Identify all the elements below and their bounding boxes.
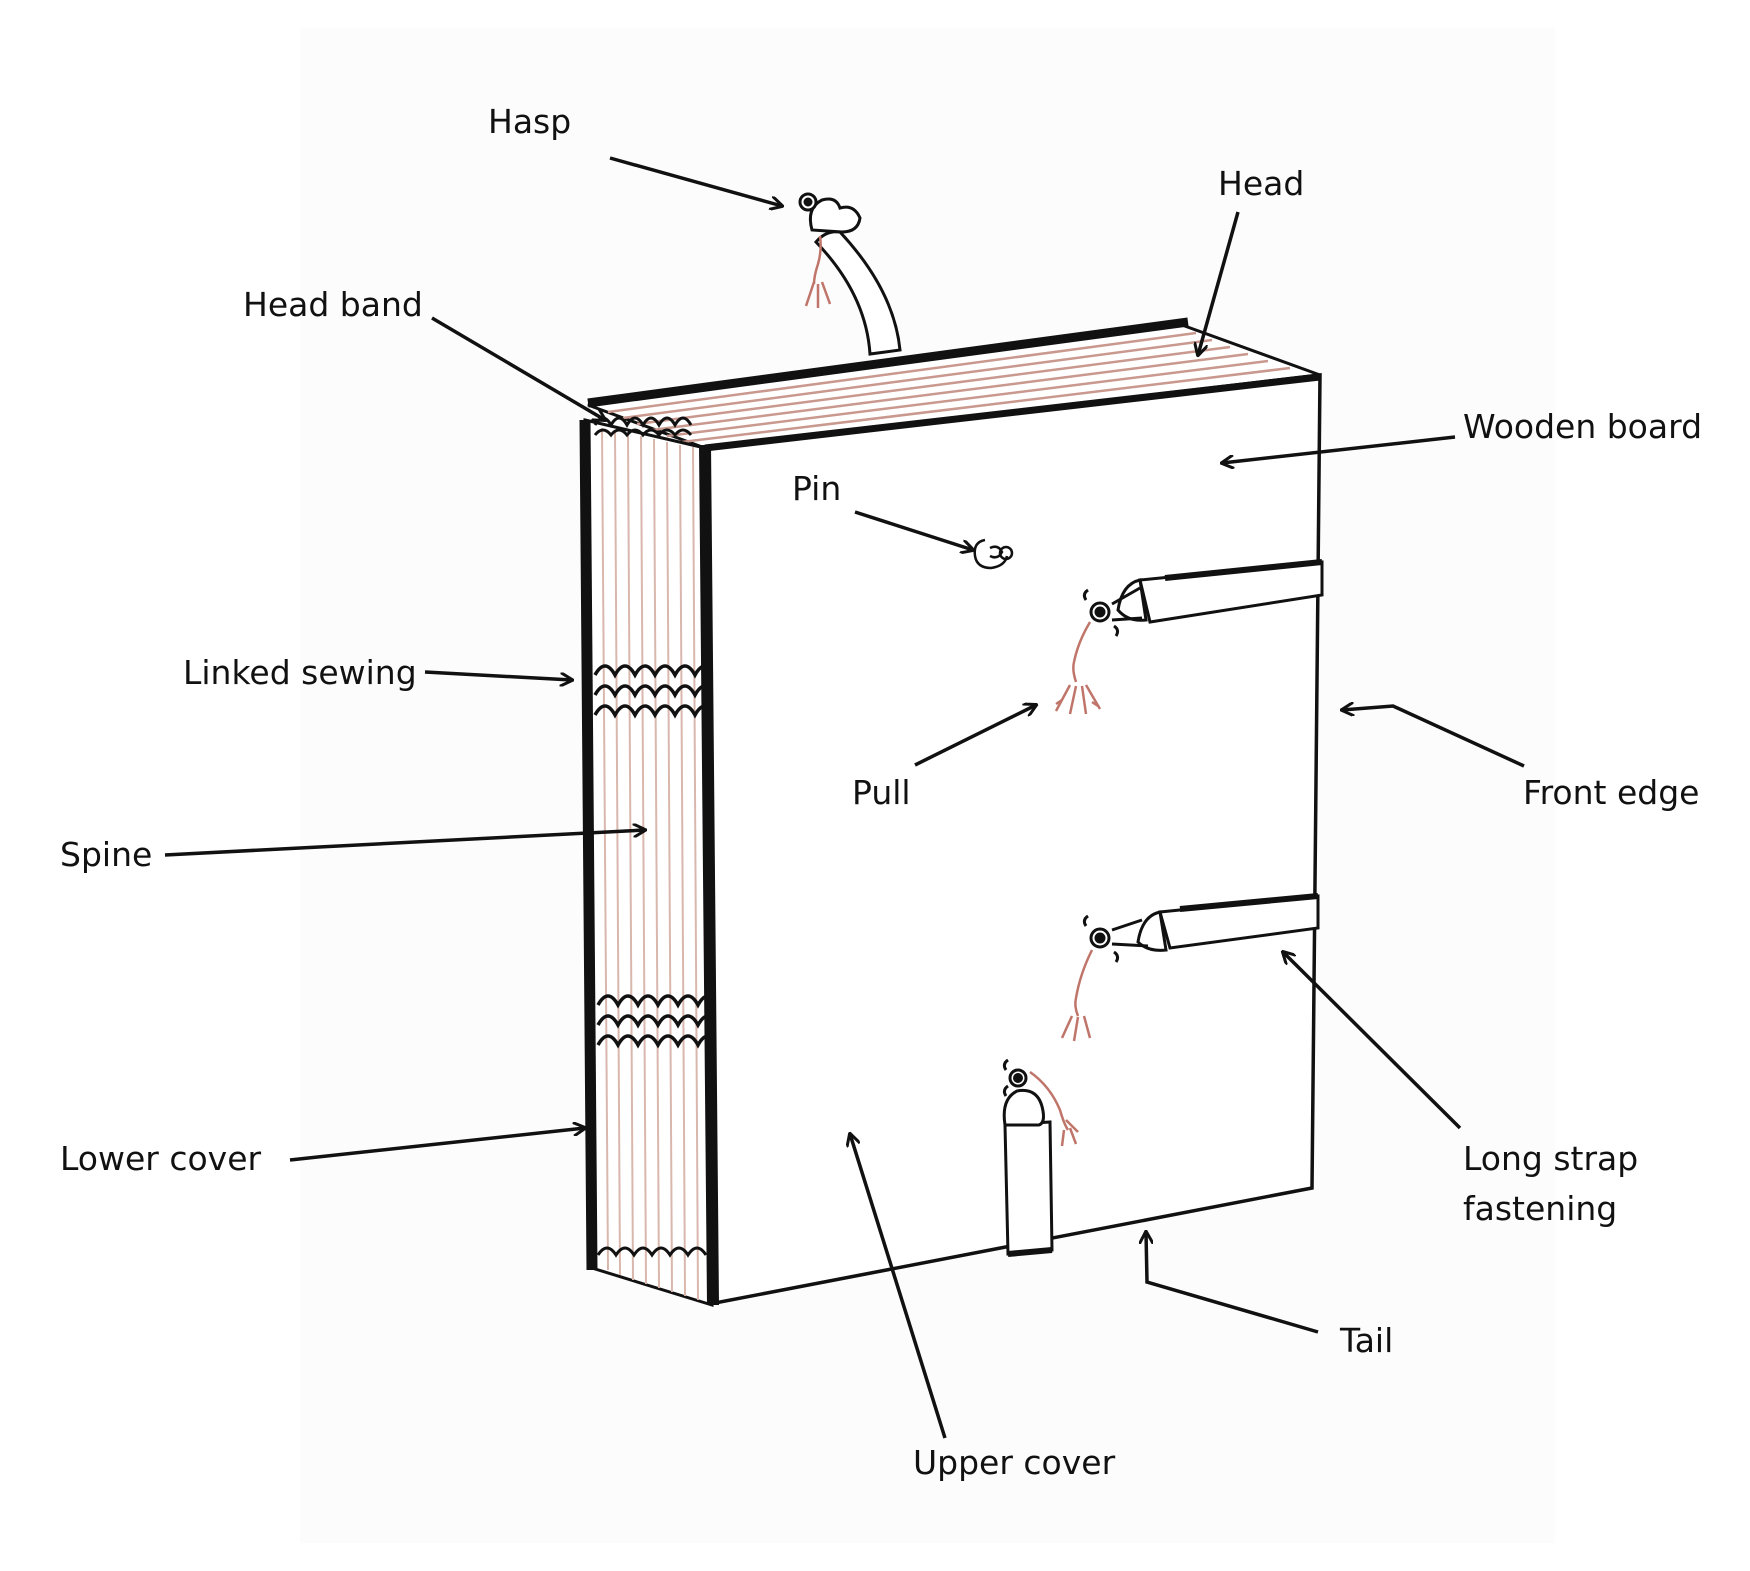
arrow-head-band xyxy=(431,316,605,420)
linked-sewing-bottom xyxy=(596,994,720,1049)
tail-pull-tassel xyxy=(1029,1070,1079,1147)
label-long-strap-line2: fastening xyxy=(1463,1189,1617,1228)
arrow-spine xyxy=(164,830,645,857)
callout-labels: Hasp Head Head band Wooden board Pin Lin… xyxy=(60,102,1702,1482)
upper-pull-tassel xyxy=(1054,621,1102,715)
label-upper-cover: Upper cover xyxy=(913,1443,1116,1482)
arrow-head xyxy=(1198,211,1240,355)
arrow-wooden-board xyxy=(1222,435,1456,463)
tail-strap xyxy=(1002,1058,1054,1257)
label-front-edge: Front edge xyxy=(1523,773,1699,812)
label-tail: Tail xyxy=(1339,1321,1393,1360)
arrow-upper-cover xyxy=(850,1134,947,1439)
lower-pull-tassel xyxy=(1060,949,1094,1042)
lower-strap xyxy=(1082,893,1320,963)
upper-strap xyxy=(1082,559,1324,637)
tail-sewing xyxy=(596,1246,708,1258)
label-head-band: Head band xyxy=(243,285,423,324)
arrow-long-strap xyxy=(1283,952,1462,1130)
arrow-front-edge xyxy=(1342,706,1525,768)
arrow-lower-cover xyxy=(289,1128,585,1162)
hasp-graphic xyxy=(798,192,902,356)
head-band xyxy=(593,416,693,438)
lower-cover-edge xyxy=(579,419,598,1271)
spine-lines xyxy=(601,427,699,1301)
upper-cover-top-edge xyxy=(704,373,1321,452)
arrow-linked-sewing xyxy=(424,670,572,680)
upper-board-top-edge xyxy=(587,317,1189,408)
hasp-pull-tassel xyxy=(804,235,832,308)
label-head: Head xyxy=(1218,164,1304,203)
label-hasp: Hasp xyxy=(488,102,571,141)
linked-sewing-top xyxy=(593,664,717,719)
book-illustration xyxy=(579,192,1324,1308)
arrow-pin xyxy=(854,510,973,550)
label-linked-sewing: Linked sewing xyxy=(183,653,417,692)
arrow-tail xyxy=(1146,1232,1319,1334)
label-wooden-board: Wooden board xyxy=(1463,407,1702,446)
upper-cover-spine-edge xyxy=(699,444,719,1306)
label-pull: Pull xyxy=(852,773,911,812)
label-lower-cover: Lower cover xyxy=(60,1139,262,1178)
arrow-pull xyxy=(914,705,1036,767)
arrow-hasp xyxy=(609,156,782,206)
label-pin: Pin xyxy=(792,469,841,508)
label-long-strap-line1: Long strap xyxy=(1463,1139,1638,1178)
label-spine: Spine xyxy=(60,835,152,874)
head-page-lines xyxy=(607,331,1291,444)
callout-arrows xyxy=(164,156,1525,1439)
